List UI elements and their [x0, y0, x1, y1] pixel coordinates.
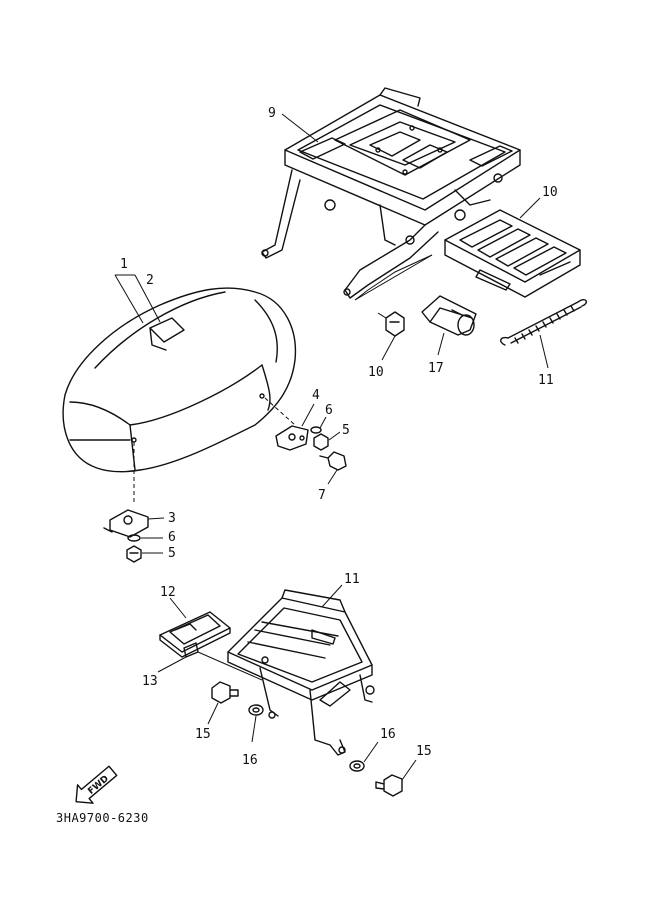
callout-11: 11: [538, 373, 554, 388]
callout-2: 2: [146, 273, 154, 288]
callout-3: 3: [168, 511, 176, 526]
tool-pouch-part-17: [421, 295, 477, 336]
callout-9: 10: [368, 365, 384, 380]
front-carrier-part-12: [227, 589, 375, 756]
callout-12: 11: [344, 572, 360, 587]
collar-part-16-left: [248, 704, 264, 716]
callout-1: 1: [120, 257, 128, 272]
callout-4: 4: [312, 388, 320, 403]
bolt-part-15-right: [375, 774, 403, 797]
callout-5-lower: 5: [168, 546, 176, 561]
washer-part-6-lower: [127, 534, 141, 542]
seat-part-1: [62, 287, 297, 473]
bolt-part-15-left: [211, 681, 239, 704]
nut-part-5-lower: [126, 545, 142, 563]
bolt-part-9: [385, 311, 405, 337]
fwd-arrow-icon: FWD: [75, 765, 118, 804]
plate-part-13: [159, 611, 231, 658]
collar-part-16-right: [349, 760, 365, 772]
callout-13: 12: [160, 585, 176, 600]
callout-7: 7: [318, 488, 326, 503]
callout-14: 13: [142, 674, 158, 689]
washer-part-6-upper: [310, 426, 322, 434]
callout-8: 9: [268, 106, 276, 121]
callout-5-upper: 5: [342, 423, 350, 438]
bracket-part-4: [275, 425, 309, 451]
nut-part-5-upper: [313, 433, 329, 451]
storage-tray-part-10: [444, 209, 581, 298]
diagram-code: 3HA9700-6230: [56, 811, 149, 825]
callout-15-left: 15: [195, 727, 211, 742]
bolt-part-7: [319, 451, 347, 471]
spring-part-11: [500, 298, 588, 346]
callout-6-lower: 6: [168, 530, 176, 545]
callout-6-upper: 6: [325, 403, 333, 418]
callout-17: 17: [428, 361, 444, 376]
callout-15-right: 15: [416, 744, 432, 759]
callout-10: 10: [542, 185, 558, 200]
bracket-part-3: [103, 509, 149, 538]
callout-16-left: 16: [242, 753, 258, 768]
callout-16-right: 16: [380, 727, 396, 742]
rear-carrier-part-8: [261, 87, 521, 299]
